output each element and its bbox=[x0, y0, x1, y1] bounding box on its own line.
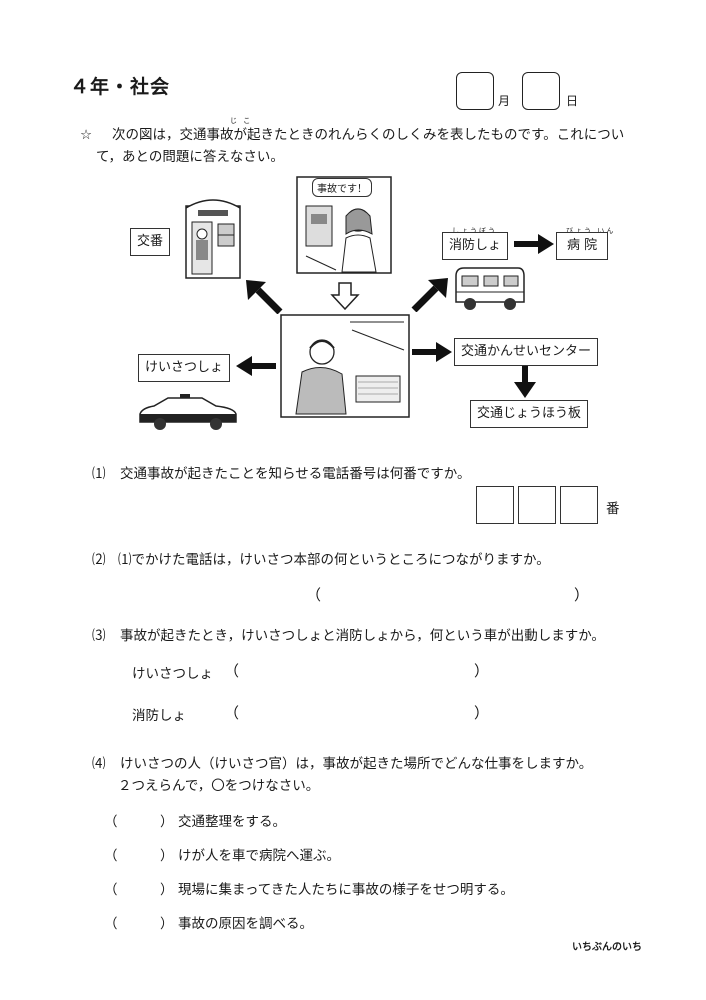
label-kansei-center: 交通かんせいセンター bbox=[454, 338, 599, 366]
page-title: ４年・社会 bbox=[70, 76, 171, 98]
q1-answer-box-1[interactable] bbox=[476, 486, 514, 524]
police-car-illustration bbox=[139, 394, 237, 430]
q4-choice-4-open: （ bbox=[104, 916, 118, 932]
q3-row2-open-paren: （ bbox=[224, 704, 240, 722]
q4-choice-2-mark-field[interactable] bbox=[122, 840, 158, 864]
q3-row1-label: けいさつしょ bbox=[132, 666, 213, 682]
label-shoubousho: 消防しょ bbox=[442, 232, 509, 260]
label-kouban: 交番 bbox=[130, 228, 171, 256]
brand-logo-text: いちぶんのいち bbox=[572, 942, 642, 953]
q3-row2-answer-field[interactable] bbox=[244, 698, 470, 724]
q2-number: ⑵ bbox=[92, 552, 106, 568]
q1-suffix: 番 bbox=[606, 501, 620, 517]
arrow-to-shoubousho-icon bbox=[411, 278, 448, 312]
q4-choice-4-text: 事故の原因を調べる。 bbox=[178, 916, 313, 932]
q2-open-paren: （ bbox=[306, 586, 322, 604]
q2-answer-field[interactable] bbox=[326, 580, 572, 606]
q1-answer-box-2[interactable] bbox=[518, 486, 556, 524]
q4-choice-3-text: 現場に集まってきた人たちに事故の様子をせつ明する。 bbox=[178, 882, 514, 898]
q3-row1-answer-field[interactable] bbox=[244, 656, 470, 682]
q1-text: 交通事故が起きたことを知らせる電話番号は何番ですか。 bbox=[120, 466, 471, 482]
q4-choice-3-open: （ bbox=[104, 882, 118, 898]
q3-row1-open-paren: （ bbox=[224, 662, 240, 680]
q1-answer-box-3[interactable] bbox=[560, 486, 598, 524]
arrow-to-byouin-icon bbox=[514, 234, 554, 254]
q2-close-paren: ） bbox=[574, 586, 590, 604]
q4-choice-1-text: 交通整理をする。 bbox=[178, 814, 286, 830]
speech-bubble: 事故です！ bbox=[312, 178, 372, 197]
ruby-byouin: びょう いん bbox=[566, 227, 616, 235]
label-byouin: 病 院 bbox=[556, 232, 609, 260]
q4-text-line-1: けいさつの人（けいさつ官）は，事故が起きた場所でどんな仕事をしますか。 bbox=[120, 756, 593, 772]
intro-line-2: て，あとの問題に答えなさい。 bbox=[96, 149, 284, 165]
operator-illustration bbox=[280, 314, 410, 418]
q4-choice-4-close: ） bbox=[160, 916, 174, 932]
q4-choice-2-open: （ bbox=[104, 848, 118, 864]
intro-line-1: 次の図は，交通事故が起きたときのれんらくのしくみを表したものです。これについ bbox=[112, 127, 625, 143]
q4-choice-1-close: ） bbox=[160, 814, 174, 830]
hollow-down-arrow-icon bbox=[330, 282, 360, 310]
q3-number: ⑶ bbox=[92, 628, 106, 644]
q4-choice-2-text: けが人を車で病院へ運ぶ。 bbox=[178, 848, 340, 864]
arrow-to-keisatsusho-icon bbox=[236, 356, 276, 376]
police-box-illustration bbox=[185, 199, 241, 279]
q2-text: ⑴でかけた電話は，けいさつ本部の何というところにつながりますか。 bbox=[118, 552, 550, 568]
month-input-box[interactable] bbox=[456, 72, 494, 110]
q3-row2-label: 消防しょ bbox=[132, 708, 186, 724]
q4-choice-4-mark-field[interactable] bbox=[122, 908, 158, 932]
q1-number: ⑴ bbox=[92, 466, 106, 482]
month-label: 月 bbox=[498, 94, 511, 108]
day-input-box[interactable] bbox=[522, 72, 560, 110]
q3-row2-close-paren: ） bbox=[474, 704, 490, 722]
q3-row1-close-paren: ） bbox=[474, 662, 490, 680]
ruby-shoubou: しょうぼう bbox=[452, 227, 497, 235]
label-keisatsusho: けいさつしょ bbox=[138, 354, 231, 382]
ruby-jiko: じ こ bbox=[230, 117, 253, 125]
q4-choice-1-open: （ bbox=[104, 814, 118, 830]
q4-choice-3-close: ） bbox=[160, 882, 174, 898]
q4-choice-1-mark-field[interactable] bbox=[122, 806, 158, 830]
arrow-to-kouban-icon bbox=[246, 280, 283, 314]
q4-choice-2-close: ） bbox=[160, 848, 174, 864]
arrow-to-jouhouban-icon bbox=[514, 366, 536, 398]
q4-choice-3-mark-field[interactable] bbox=[122, 874, 158, 898]
q4-number: ⑷ bbox=[92, 756, 106, 772]
day-label: 日 bbox=[566, 94, 579, 108]
star-icon: ☆ bbox=[80, 127, 93, 143]
arrow-to-kansei-icon bbox=[412, 342, 452, 362]
ambulance-illustration bbox=[455, 267, 525, 310]
q4-text-line-2: ２つえらんで，〇をつけなさい。 bbox=[118, 778, 320, 794]
q3-text: 事故が起きたとき，けいさつしょと消防しょから，何という車が出動しますか。 bbox=[120, 628, 605, 644]
label-jouhouban: 交通じょうほう板 bbox=[470, 400, 589, 428]
